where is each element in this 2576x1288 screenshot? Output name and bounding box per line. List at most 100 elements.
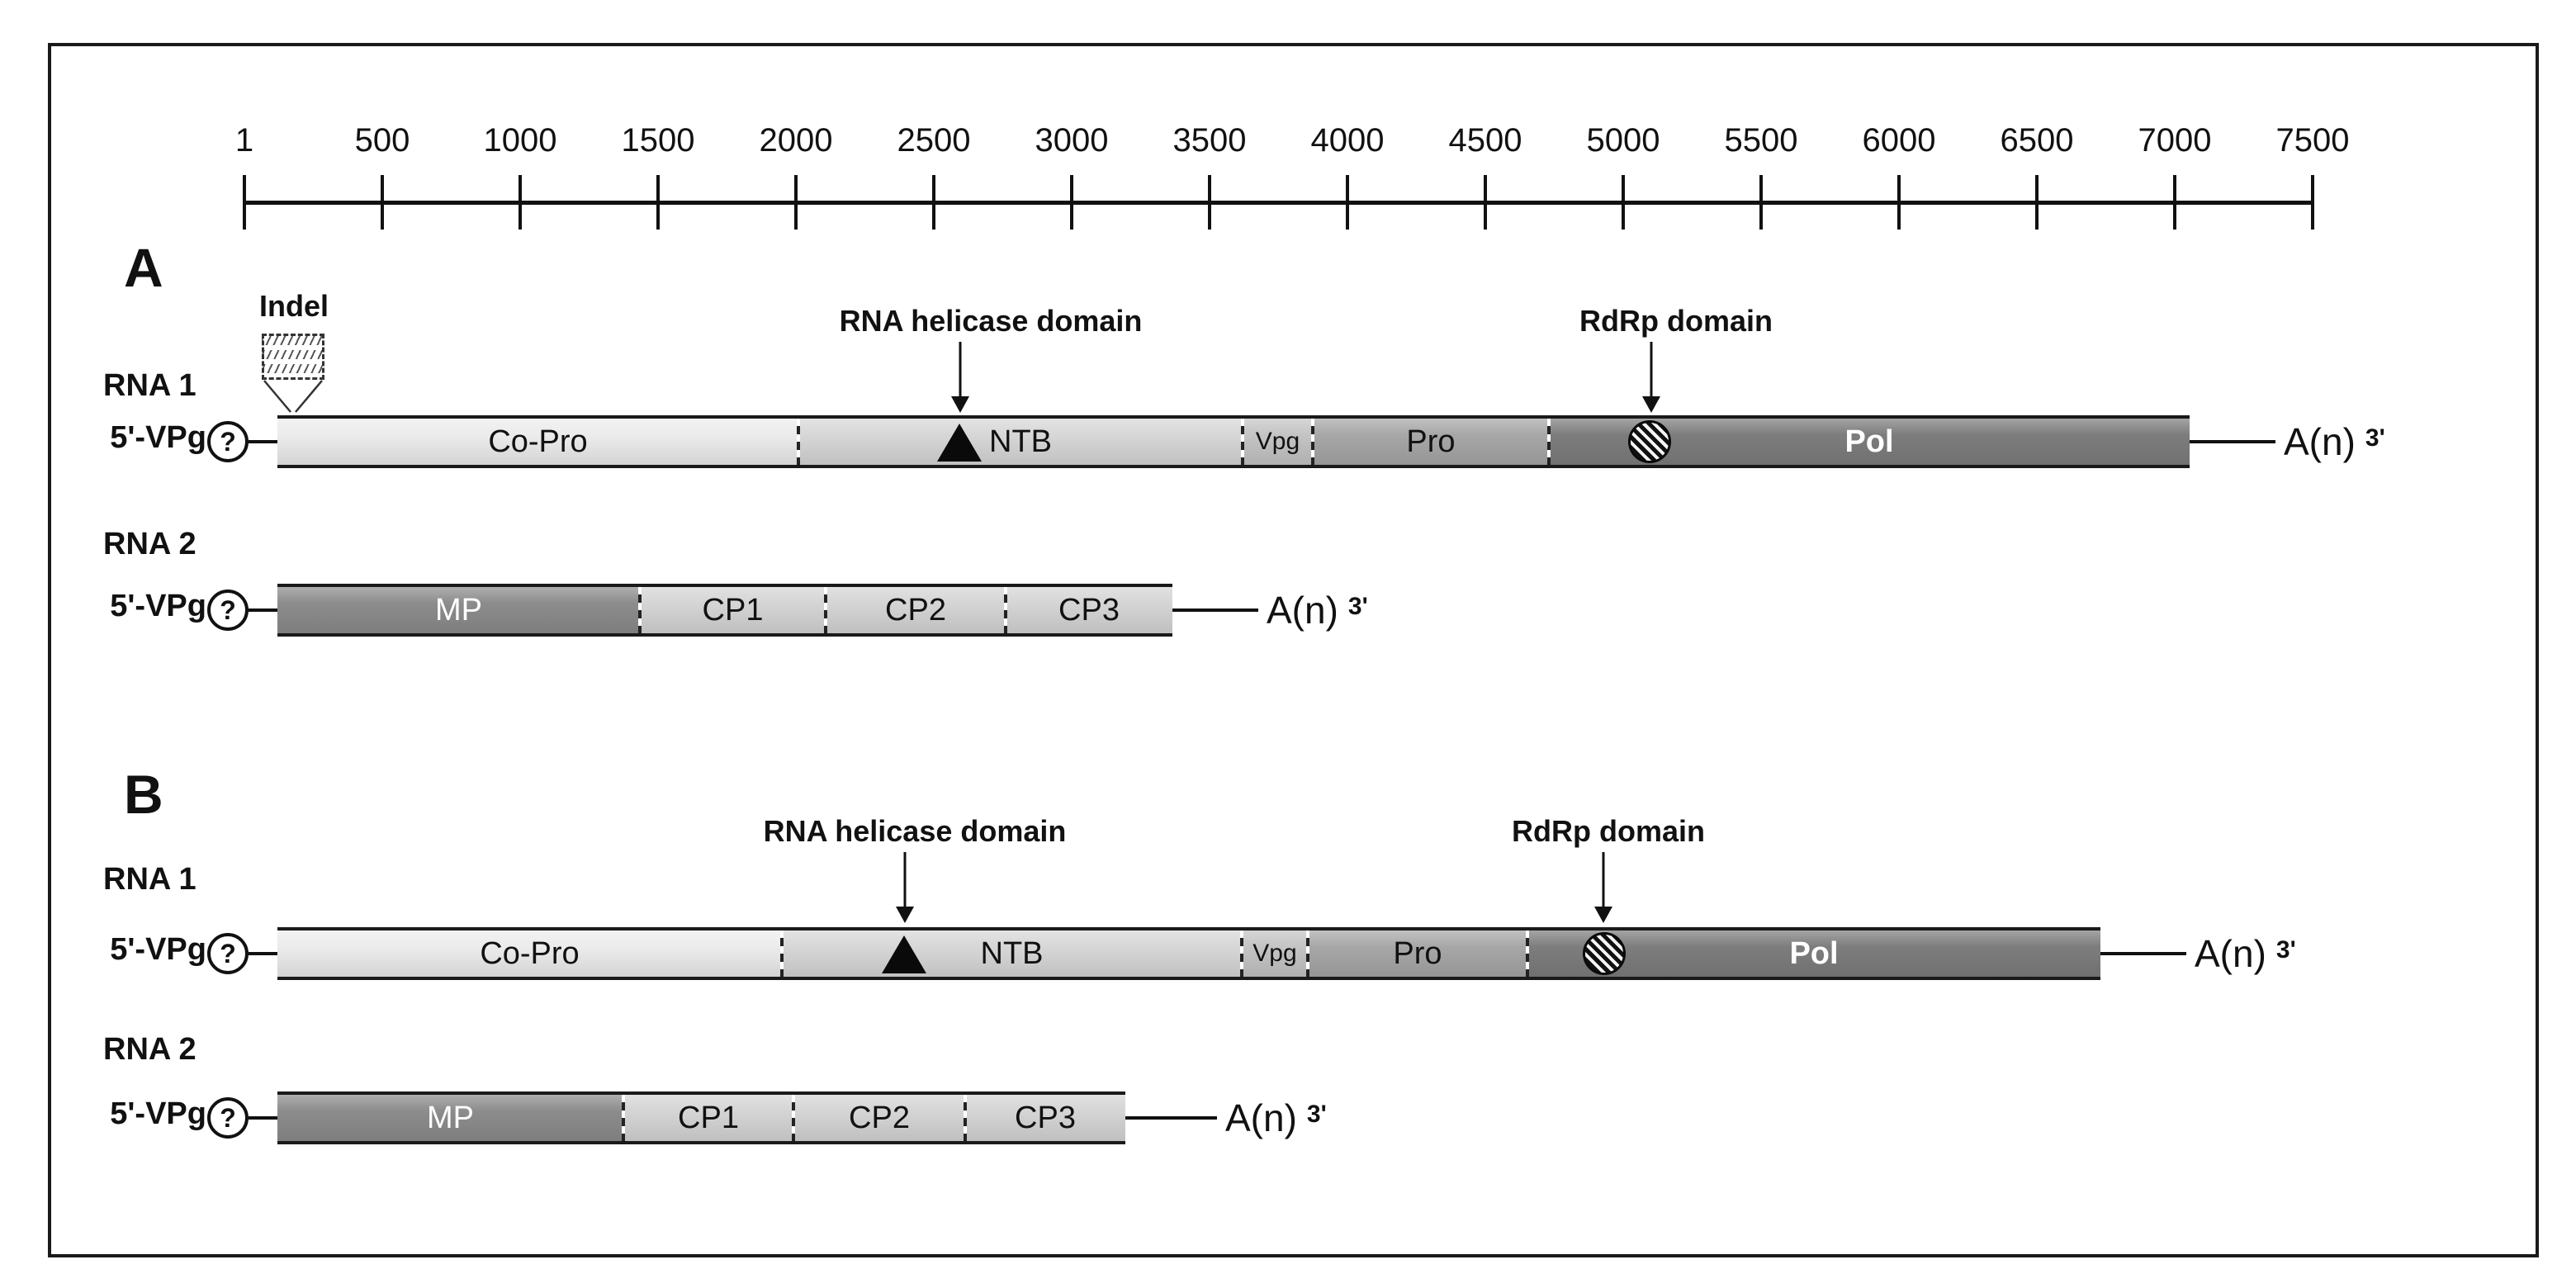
segment-divider [1526, 930, 1529, 977]
segment-divider [638, 587, 642, 633]
ruler-tick [932, 175, 935, 230]
segment-divider [797, 419, 800, 465]
segment-cp2: CP2 [826, 587, 1006, 633]
segment-cp3: CP3 [965, 1095, 1125, 1141]
ruler-tick-label: 7000 [2138, 122, 2212, 159]
rdrp-arrow-line [1602, 852, 1605, 907]
ruler-tick-label: 2000 [759, 122, 833, 159]
three-prime-label: 3' [2365, 424, 2385, 452]
segment-divider [964, 1095, 967, 1141]
poly-a-label: A(n) [2284, 420, 2356, 463]
segment-divider [1241, 419, 1244, 465]
segment-label: Vpg [1255, 428, 1300, 455]
three-prime-tail-line [1172, 608, 1258, 612]
ruler-tick-label: 6000 [1862, 122, 1936, 159]
panel-letter-a: A [124, 237, 163, 298]
segment-cp2: CP2 [793, 1095, 965, 1141]
segment-divider [824, 587, 827, 633]
rdrp-hatched-circle-icon [1583, 932, 1626, 975]
rdrp-hatched-circle-icon [1628, 420, 1671, 463]
three-prime-tail-line [2190, 440, 2275, 443]
segment-divider [1547, 419, 1551, 465]
ruler-tick [1622, 175, 1625, 230]
poly-a-label: A(n) [2195, 932, 2266, 975]
ruler-tick [1208, 175, 1211, 230]
ruler-tick [656, 175, 660, 230]
segment-vpg: Vpg [1242, 930, 1308, 977]
five-prime-vpg-label: 5'-VPg [110, 932, 206, 967]
segment-label: MP [435, 592, 482, 627]
rdrp-arrow-line [1650, 342, 1653, 396]
vpg-connector-line [249, 1116, 277, 1120]
vpg-connector-line [249, 608, 277, 612]
segment-label: NTB [989, 424, 1052, 459]
segment-label: MP [427, 1100, 474, 1135]
ruler-tick-label: 4500 [1448, 122, 1522, 159]
ruler-tick [2173, 175, 2176, 230]
three-prime-tail-line [1125, 1116, 1217, 1120]
ruler-tick [1346, 175, 1349, 230]
ruler-tick-label: 1 [234, 122, 254, 159]
segment-label: NTB [980, 935, 1044, 971]
poly-a-label: A(n) [1225, 1096, 1297, 1139]
segment-divider [622, 1095, 625, 1141]
vpg-question-circle: ? [207, 933, 249, 974]
ruler-tick-label: 7500 [2275, 122, 2350, 159]
five-prime-vpg-label: 5'-VPg [110, 589, 206, 623]
segment-label: Pro [1393, 935, 1442, 971]
segment-label: Co-Pro [480, 935, 580, 971]
segment-co-pro: Co-Pro [277, 930, 782, 977]
ruler-tick [519, 175, 522, 230]
segment-divider [1240, 930, 1243, 977]
segment-cp1: CP1 [623, 1095, 793, 1141]
rna-label: RNA 1 [103, 862, 197, 897]
ruler-tick [2311, 175, 2314, 230]
rdrp-annotation-label: RdRp domain [1579, 304, 1773, 338]
segment-cp3: CP3 [1006, 587, 1172, 633]
segment-vpg: Vpg [1243, 419, 1313, 465]
poly-a-label: A(n) [1267, 589, 1338, 632]
five-prime-vpg-label: 5'-VPg [110, 1096, 206, 1131]
segment-mp: MP [277, 587, 640, 633]
segment-divider [792, 1095, 795, 1141]
ruler-tick [243, 175, 246, 230]
segment-label: Pro [1406, 424, 1456, 459]
segment-divider [1306, 930, 1309, 977]
ruler-tick [1070, 175, 1073, 230]
segment-label: CP3 [1058, 592, 1120, 627]
three-prime-label: 3' [2275, 936, 2296, 964]
three-prime-tail-text: A(n) 3' [2195, 931, 2296, 976]
helicase-arrow-line [959, 342, 962, 396]
rdrp-annotation-label: RdRp domain [1512, 814, 1705, 848]
ruler-tick-label: 500 [354, 122, 410, 159]
rna-label: RNA 2 [103, 527, 197, 561]
ruler-tick [1897, 175, 1901, 230]
five-prime-vpg-label: 5'-VPg [110, 420, 206, 455]
vpg-connector-line [249, 952, 277, 955]
segment-label: Vpg [1252, 940, 1297, 967]
ruler-tick-label: 1000 [483, 122, 557, 159]
segment-label: CP1 [702, 592, 764, 627]
ruler-tick-label: 1500 [621, 122, 695, 159]
segment-mp: MP [277, 1095, 623, 1141]
segment-label: CP3 [1015, 1100, 1076, 1135]
helicase-arrow-line [903, 852, 907, 907]
ruler-tick-label: 2500 [897, 122, 971, 159]
segment-divider [780, 930, 784, 977]
ruler-tick-label: 5500 [1724, 122, 1798, 159]
segment-divider [1311, 419, 1314, 465]
three-prime-tail-text: A(n)3' [1225, 1096, 1327, 1140]
rna-bar: Co-Pro NTB Vpg Pro Pol [277, 927, 2100, 980]
segment-pro: Pro [1308, 930, 1527, 977]
indel-funnel-icon [258, 378, 328, 414]
helicase-annotation-label: RNA helicase domain [839, 304, 1143, 338]
three-prime-label: 3' [1347, 593, 1368, 620]
vpg-question-circle: ? [207, 1097, 249, 1139]
ruler-tick [1759, 175, 1763, 230]
segment-pro: Pro [1313, 419, 1549, 465]
three-prime-tail-line [2100, 952, 2186, 955]
ruler-tick-label: 3000 [1035, 122, 1109, 159]
segment-pol: Pol [1527, 930, 2100, 977]
